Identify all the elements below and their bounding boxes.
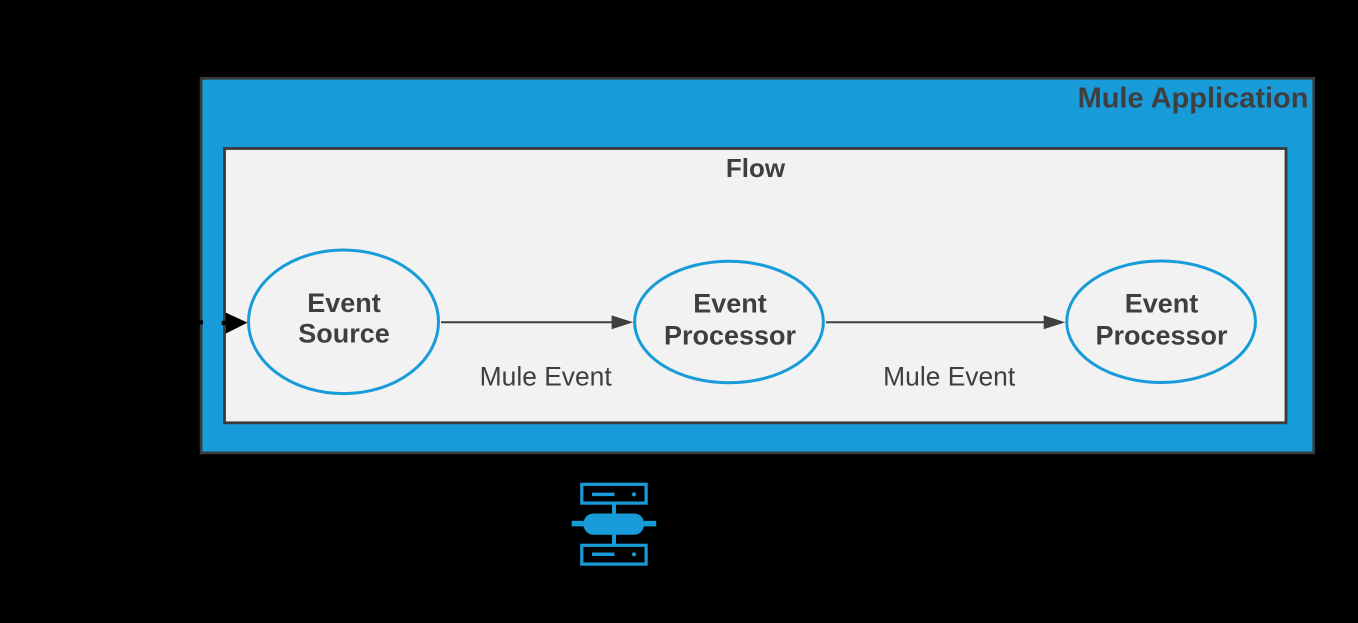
svg-text:Mule Event: Mule Event bbox=[480, 362, 613, 392]
svg-text:Flow: Flow bbox=[726, 153, 786, 183]
svg-text:Event: Event bbox=[307, 288, 381, 318]
svg-text:Processor: Processor bbox=[1095, 321, 1228, 351]
svg-text:Processor: Processor bbox=[664, 321, 797, 351]
svg-text:Event: Event bbox=[693, 289, 767, 319]
svg-text:Mule Application: Mule Application bbox=[1078, 82, 1309, 114]
svg-text:Source: Source bbox=[298, 319, 390, 349]
svg-text:Mule Event: Mule Event bbox=[883, 362, 1016, 392]
svg-text:Event: Event bbox=[1125, 289, 1199, 319]
